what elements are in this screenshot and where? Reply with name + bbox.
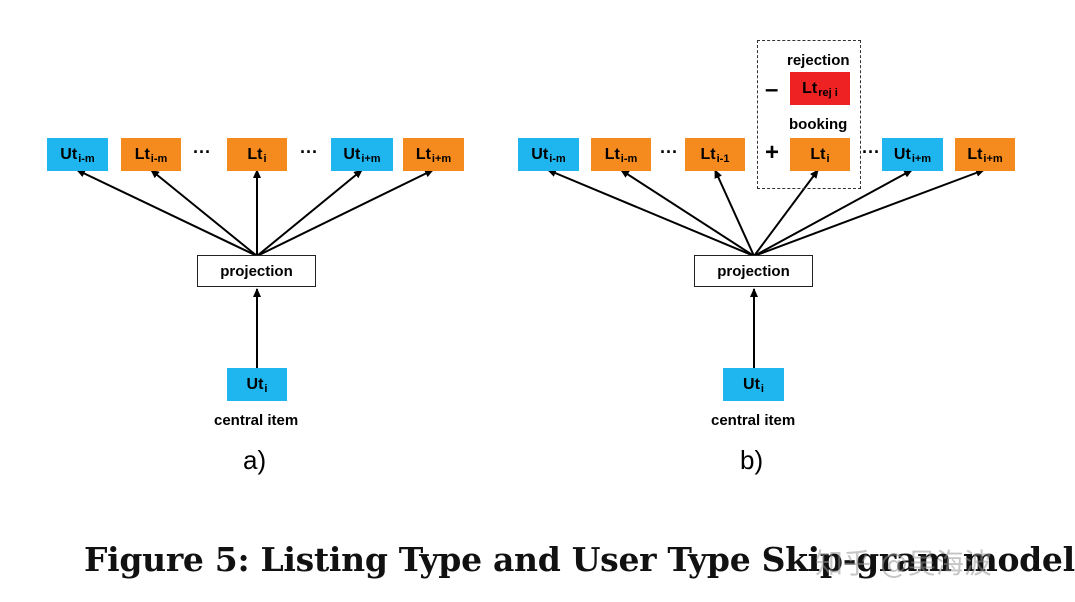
arrow-a-to-lt-i-plus-m: [256, 169, 434, 257]
box-sub: i: [263, 152, 267, 165]
box-base: Ut: [246, 375, 264, 393]
box-base: Lt: [810, 145, 826, 163]
box-sub: i-1: [716, 152, 730, 165]
arrow-a-to-ut-i-m: [76, 169, 258, 257]
box-base: Lt: [415, 145, 431, 163]
b-plus-sign: +: [765, 139, 780, 166]
b-minus-sign: –: [765, 76, 779, 103]
box-base: Lt: [134, 145, 150, 163]
arrow-b-to-lt-i-1: [714, 169, 755, 257]
box-sub: i+m: [983, 152, 1003, 165]
box-base: Lt: [247, 145, 263, 163]
box-base: Ut: [531, 145, 549, 163]
b-ellipsis-right: ···: [862, 142, 880, 162]
b-rejection-label: rejection: [787, 52, 850, 69]
box-base: Lt: [700, 145, 716, 163]
box-sub: i-m: [150, 152, 168, 165]
a-projection-box: projection: [197, 255, 316, 287]
arrow-b-to-ut-i-plus-m: [753, 169, 913, 257]
box-sub: i+m: [911, 152, 932, 165]
watermark: 知乎 @吴海波: [815, 547, 992, 580]
b-rejection-booking-group: [757, 40, 861, 189]
box-sub: i+m: [431, 152, 452, 165]
box-base: Ut: [893, 145, 911, 163]
b-booking-label: booking: [789, 116, 848, 133]
box-base: Ut: [343, 145, 361, 163]
box-base: Lt: [967, 145, 983, 163]
a-central-item-label: central item: [214, 412, 299, 429]
box-base: Lt: [604, 145, 620, 163]
box-sub: i: [760, 382, 764, 395]
box-base: Ut: [60, 145, 78, 163]
arrow-b-to-lt-i-m: [620, 169, 755, 257]
a-ellipsis-left: ···: [193, 142, 211, 162]
b-central-item-label: central item: [711, 412, 796, 429]
a-ellipsis-right: ···: [300, 142, 318, 162]
box-sub: rej i: [818, 86, 838, 99]
b-ellipsis-left: ···: [660, 142, 678, 162]
arrow-b-to-lt-i-plus-m: [753, 169, 985, 257]
box-sub: i-m: [78, 152, 95, 165]
arrow-layer: [76, 169, 985, 368]
a-panel-label: a): [243, 445, 267, 475]
box-sub: i+m: [361, 152, 381, 165]
figure-caption: Figure 5: Listing Type and User Type Ski…: [84, 540, 1075, 579]
box-sub: i-m: [620, 152, 638, 165]
b-projection-box: projection: [694, 255, 813, 287]
arrow-a-to-lt-i-m: [150, 169, 258, 257]
box-sub: i-m: [549, 152, 566, 165]
box-base: Lt: [802, 79, 818, 97]
box-sub: i: [264, 382, 268, 395]
arrow-b-to-ut-i-m: [547, 169, 755, 257]
box-sub: i: [826, 152, 830, 165]
b-panel-label: b): [740, 445, 764, 475]
arrow-b-to-lt-i: [753, 169, 819, 257]
box-base: Ut: [743, 375, 760, 393]
arrow-a-to-ut-i-plus-m: [256, 169, 363, 257]
